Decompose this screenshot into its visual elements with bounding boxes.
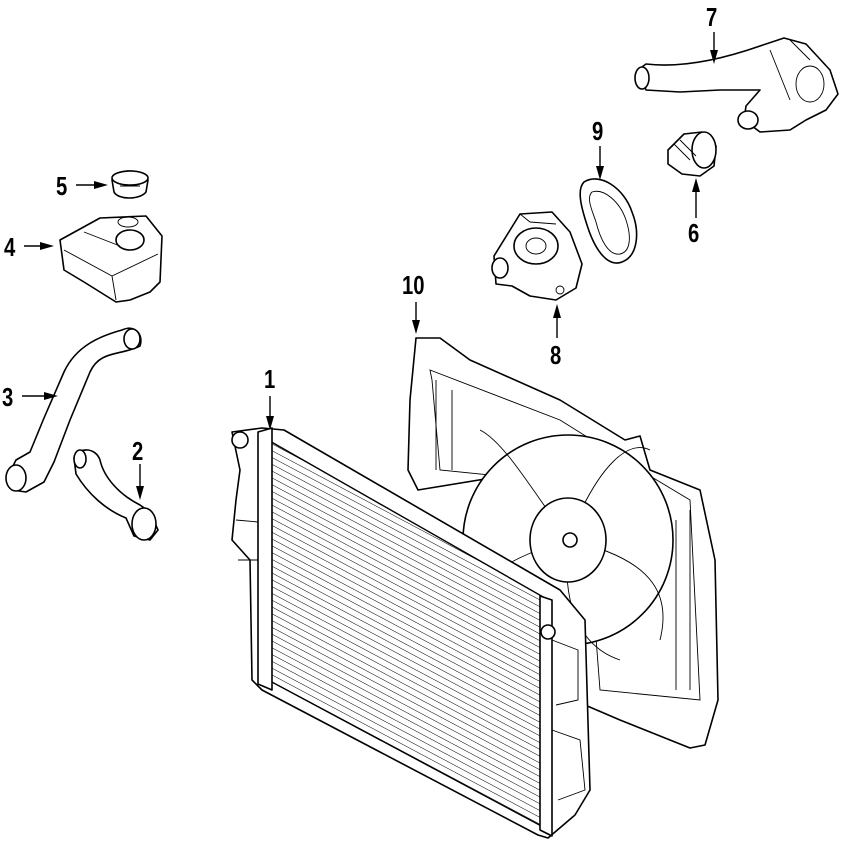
expansion-tank [59,215,163,303]
callout-3: 3 [2,382,14,412]
callout-6: 6 [688,218,700,248]
thermostat-housing [634,37,839,133]
upper-hose [5,327,142,493]
callout-2: 2 [132,436,144,466]
callout-8: 8 [550,340,562,370]
radiator [231,427,591,839]
callout-1: 1 [264,364,276,394]
callout-7: 7 [706,2,718,32]
thermostat [667,131,717,177]
expansion-tank-cap [111,170,149,199]
callout-10: 10 [402,270,425,300]
leader-lines [22,32,718,500]
water-pump-gasket [579,178,638,264]
callout-5: 5 [56,171,68,201]
lower-hose [73,449,159,541]
callout-4: 4 [4,232,16,262]
callout-9: 9 [592,116,604,146]
water-pump [491,211,583,301]
